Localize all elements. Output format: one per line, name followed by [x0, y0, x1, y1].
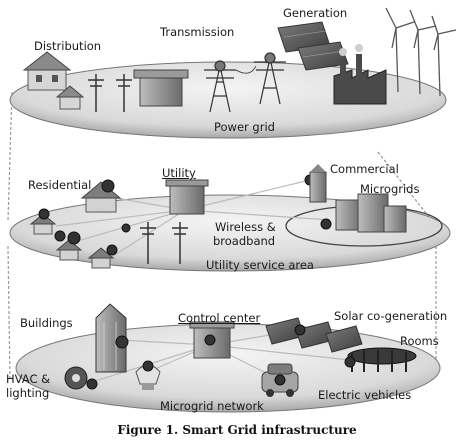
tier-connectors [7, 91, 437, 381]
substation-building-icon [133, 69, 189, 107]
rooms-label: Rooms [400, 334, 439, 348]
office-building-icon [95, 303, 127, 373]
wind-turbines-icon [385, 7, 457, 97]
transmission-towers-icon [204, 52, 286, 113]
power-grid-tier [9, 7, 457, 139]
figure-caption: Figure 1. Smart Grid infrastructure [117, 423, 357, 437]
utility-label: Utility [162, 166, 196, 180]
conference-room-icon [347, 347, 417, 372]
microgrid-meter-icons [86, 324, 356, 390]
power-grid-title: Power grid [214, 120, 275, 134]
microgrid-network-title: Microgrid network [160, 399, 264, 413]
utility-service-area-title: Utility service area [206, 258, 314, 272]
hvac-label-line2: lighting [6, 386, 50, 400]
buildings-label: Buildings [20, 316, 73, 330]
power-plant-icon [333, 44, 387, 105]
generation-solar-panels-icon [277, 21, 349, 71]
wireless-label-line1: Wireless & [215, 220, 276, 234]
distribution-label: Distribution [34, 39, 102, 53]
lighting-bulb-icon [64, 364, 161, 390]
microgrid-tier [15, 303, 441, 413]
microgrid-buildings-icon [335, 193, 407, 233]
solar-cogeneration-label: Solar co-generation [334, 309, 448, 323]
solar-panels-icon [265, 317, 363, 353]
utility-poles-icon [140, 222, 188, 264]
transmission-label: Transmission [160, 25, 235, 39]
utility-tier [9, 164, 451, 272]
residential-houses-icon [29, 181, 122, 269]
distribution-houses-icon [22, 51, 85, 110]
distribution-poles-icon [88, 74, 132, 112]
wireless-label-line2: broadband [213, 234, 276, 248]
control-center-label: Control center [178, 311, 261, 325]
commercial-label: Commercial [330, 162, 399, 176]
utility-building-icon [165, 179, 209, 215]
residential-label: Residential [28, 178, 92, 192]
generation-label: Generation [283, 6, 348, 20]
commercial-tower-icon [309, 164, 327, 203]
microgrids-label: Microgrids [360, 182, 420, 196]
hvac-label-line1: HVAC & [6, 372, 51, 386]
electric-vehicles-label: Electric vehicles [318, 388, 412, 402]
